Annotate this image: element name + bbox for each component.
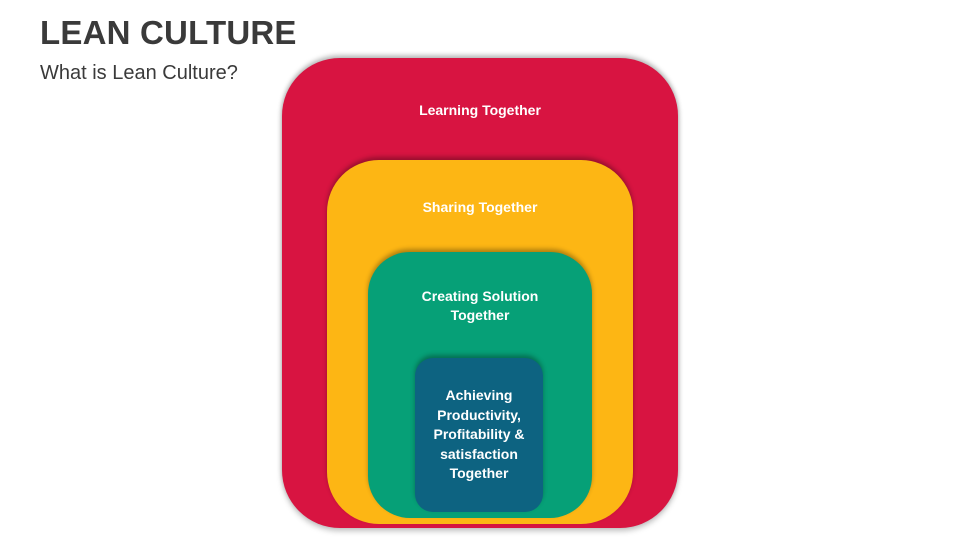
layer-achieving-together: Achieving Productivity, Profitability & … xyxy=(415,358,543,512)
layer-label-creating-solution: Creating Solution Together xyxy=(421,288,539,323)
layer-label-achieving: Achieving Productivity, Profitability & … xyxy=(433,387,525,482)
slide-subtitle: What is Lean Culture? xyxy=(40,62,238,84)
layer-label-sharing: Sharing Together xyxy=(422,199,538,215)
layer-label-learning: Learning Together xyxy=(419,102,541,118)
slide-title: LEAN CULTURE xyxy=(40,14,297,51)
